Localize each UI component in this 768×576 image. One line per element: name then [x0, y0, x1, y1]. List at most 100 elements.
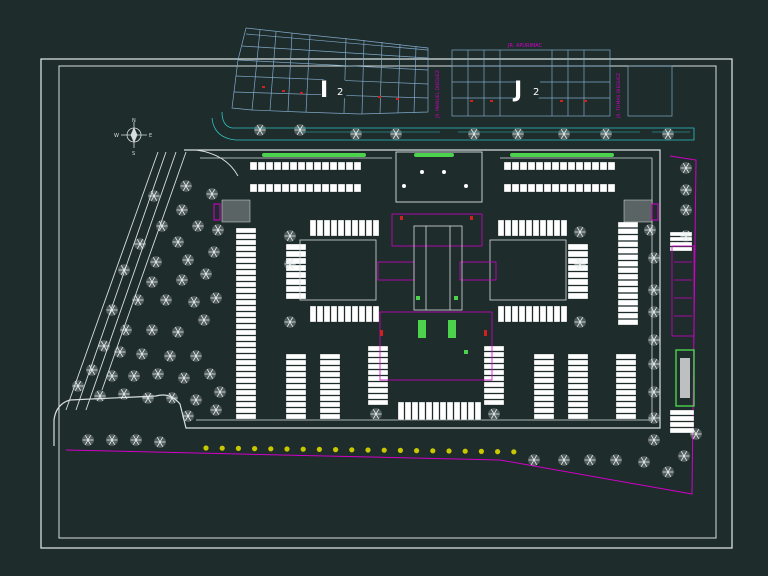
tree-icon	[210, 292, 222, 304]
hedge-rows	[262, 153, 614, 157]
stall-row-bottom-center	[397, 401, 482, 421]
trees	[72, 124, 702, 478]
tree-icon	[284, 258, 296, 270]
north-arrow-icon	[121, 122, 147, 148]
tree-icon	[182, 254, 194, 266]
compass-e: E	[149, 133, 152, 139]
tree-icon	[120, 324, 132, 336]
right-garden-inner	[680, 358, 690, 398]
tree-icon	[136, 348, 148, 360]
tree-icon	[172, 236, 184, 248]
tree-icon	[210, 404, 222, 416]
tree-icon	[118, 388, 130, 400]
tree-icon	[648, 252, 660, 264]
shrub	[397, 447, 403, 453]
tree-icon	[190, 350, 202, 362]
tree-icon	[528, 454, 540, 466]
tree-icon	[610, 454, 622, 466]
strip-right-edge	[669, 231, 693, 252]
tree-icon	[192, 220, 204, 232]
tree-icon	[142, 392, 154, 404]
central-plaza	[395, 151, 483, 203]
plaza-light-4	[464, 184, 468, 188]
strip-bl-2	[319, 353, 341, 420]
shrub	[349, 447, 355, 453]
tree-icon	[680, 204, 692, 216]
tree-icon	[180, 180, 192, 192]
street-label-top: JR. APURIMAC	[507, 43, 543, 49]
tree-icon	[558, 454, 570, 466]
tree-icon	[584, 454, 596, 466]
shrub	[365, 447, 371, 453]
shrub	[268, 446, 274, 452]
lot-grid-right	[451, 49, 673, 117]
gate-left	[213, 203, 221, 221]
strip-far-left	[235, 227, 257, 420]
tree-icon	[690, 428, 702, 440]
red-markers	[380, 216, 487, 336]
tree-icon	[648, 334, 660, 346]
tree-icon	[208, 246, 220, 258]
tree-icon	[106, 434, 118, 446]
tree-icon	[648, 284, 660, 296]
tree-icon	[574, 316, 586, 328]
zone-i2-sub: 2	[337, 87, 343, 98]
tree-icon	[164, 350, 176, 362]
tree-icon	[662, 466, 674, 478]
top-road	[211, 111, 695, 141]
tree-icon	[574, 226, 586, 238]
tree-icon	[198, 314, 210, 326]
stall-row-mid-left-top	[309, 219, 380, 237]
tree-icon	[82, 434, 94, 446]
zone-i2-marker	[320, 75, 348, 103]
stall-row-top-left-b	[249, 183, 362, 193]
zone-j2-marker	[514, 75, 542, 103]
stall-strips	[235, 221, 695, 434]
tree-icon	[156, 220, 168, 232]
shrub	[235, 445, 241, 451]
tree-icon	[176, 274, 188, 286]
tree-icon	[132, 294, 144, 306]
tree-icon	[662, 128, 674, 140]
tree-icon	[558, 128, 570, 140]
tree-icon	[152, 368, 164, 380]
shrub	[495, 449, 501, 455]
tree-icon	[146, 324, 158, 336]
tree-icon	[206, 188, 218, 200]
tree-icon	[638, 456, 650, 468]
strip-right-bottom	[669, 409, 695, 434]
central-accents	[416, 296, 468, 354]
tree-icon	[160, 294, 172, 306]
shrub	[462, 448, 468, 454]
tree-icon	[118, 264, 130, 276]
tree-icon	[390, 128, 402, 140]
tree-icon	[134, 238, 146, 250]
strip-bc-1	[367, 345, 389, 406]
tree-icon	[254, 124, 266, 136]
stall-row-top-right-a	[503, 161, 616, 171]
strip-br-2	[567, 353, 589, 420]
shrub	[381, 447, 387, 453]
tree-icon	[488, 408, 500, 420]
tree-icon	[178, 372, 190, 384]
tree-icon	[600, 128, 612, 140]
tree-icon	[182, 410, 194, 422]
bottom-shrub-row	[203, 445, 517, 455]
shrub	[430, 448, 436, 454]
tree-icon	[98, 340, 110, 352]
strip-right-inner	[567, 243, 589, 300]
diagonal-roads	[65, 149, 239, 411]
tree-icon	[294, 124, 306, 136]
tree-icon	[146, 276, 158, 288]
tree-icon	[166, 392, 178, 404]
street-label-left: JR. MANUEL DIEGUEZ	[435, 70, 441, 119]
tree-icon	[648, 358, 660, 370]
tree-icon	[128, 370, 140, 382]
tree-icon	[94, 390, 106, 402]
plaza-light-1	[420, 170, 424, 174]
strip-br-3	[615, 353, 637, 420]
strip-left-inner	[285, 243, 307, 300]
tree-icon	[648, 306, 660, 318]
tree-icon	[72, 380, 84, 392]
